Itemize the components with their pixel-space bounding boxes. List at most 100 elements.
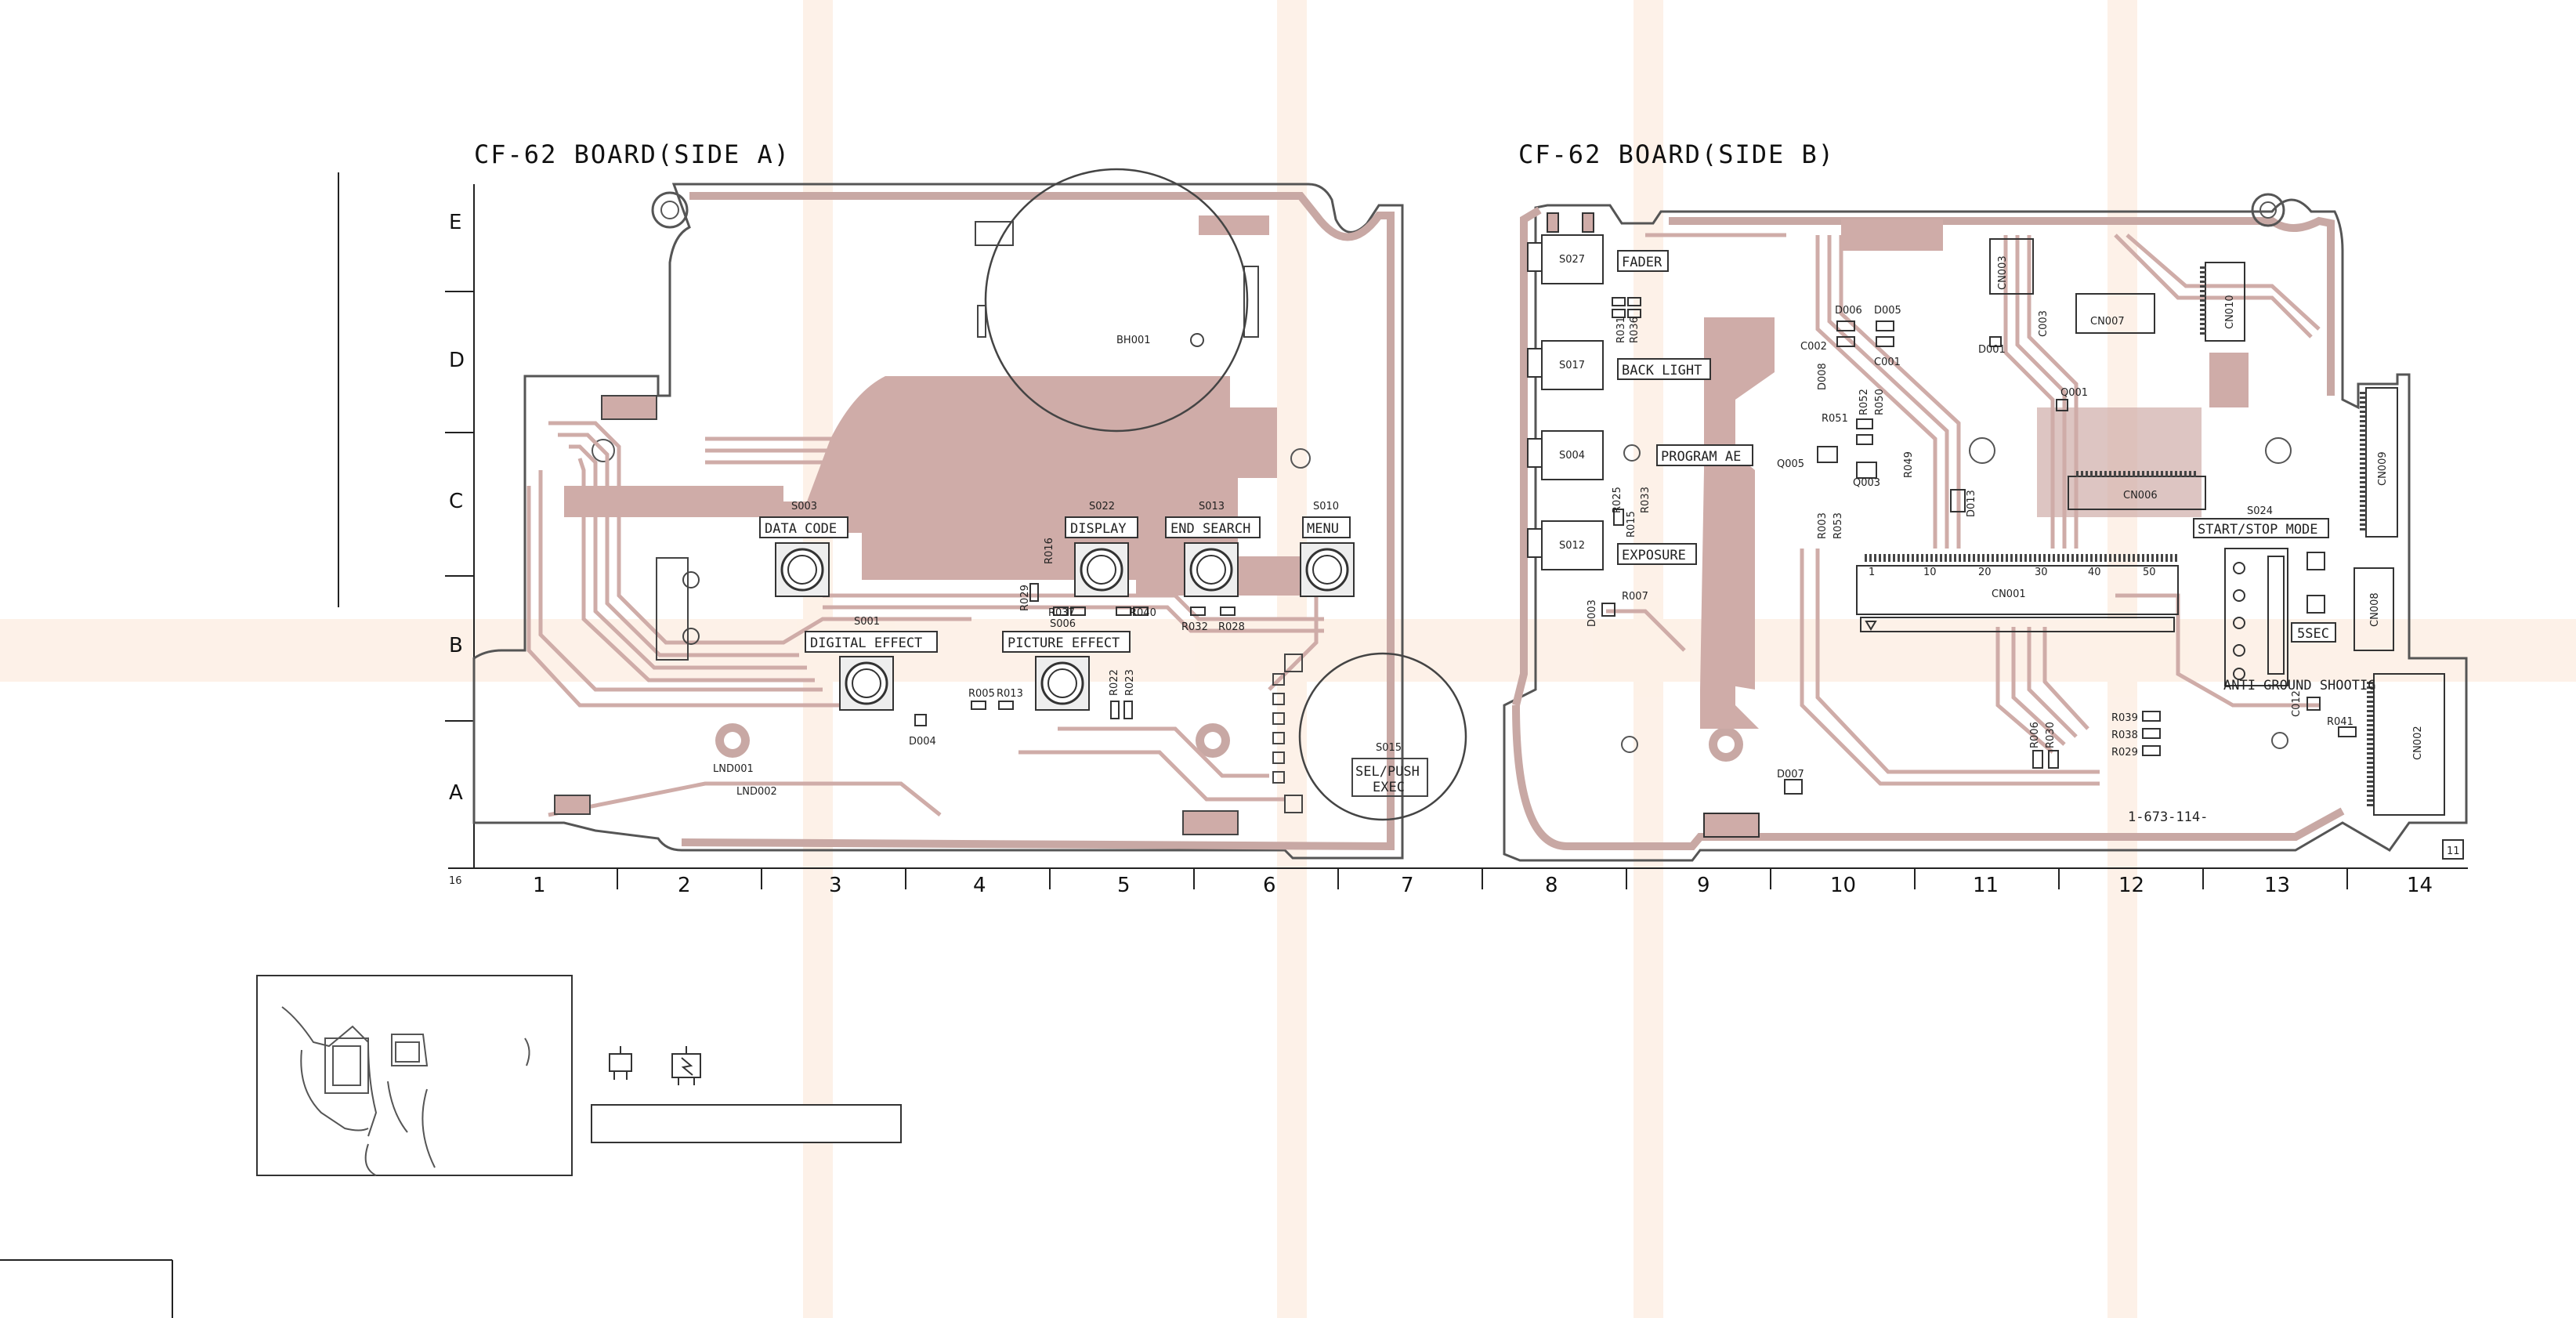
part-label: R050 <box>1874 389 1886 415</box>
part-label: D003 <box>1586 599 1598 627</box>
part-label: R022 <box>1109 669 1120 696</box>
pin-number: 20 <box>1978 567 1992 578</box>
pin-number: 30 <box>2035 567 2048 578</box>
row-label: A <box>449 781 463 805</box>
connector-cn002 <box>2373 673 2445 816</box>
switch-digital-effect: S001 DIGITAL EFFECT <box>805 616 938 711</box>
column-label: 8 <box>1545 874 1558 897</box>
connector-cn008 <box>2075 293 2155 334</box>
part-label: D004 <box>909 736 936 748</box>
row-label: B <box>449 634 463 657</box>
part-label: R032 <box>1181 621 1208 633</box>
part-label: R038 <box>2111 730 2138 741</box>
switch-program-ae: S004 PROGRAM AE <box>1559 444 1753 466</box>
switch-exposure: S012 EXPOSURE <box>1559 540 1697 565</box>
part-label: R053 <box>1833 512 1844 539</box>
connector-label: CN010 <box>2224 295 2236 329</box>
column-label: 6 <box>1263 874 1276 897</box>
row-label: E <box>449 211 461 234</box>
part-label: R052 <box>1858 389 1870 415</box>
title-side-a: CF-62 BOARD(SIDE A) <box>474 139 791 169</box>
switch-label: END SEARCH <box>1170 521 1250 537</box>
part-label: Q003 <box>1853 477 1880 489</box>
column-labels: 1 2 3 4 5 6 7 8 9 10 11 12 13 14 <box>533 874 2433 897</box>
ssec-label: 5SEC <box>2297 626 2329 642</box>
start-stop-ref: S024 <box>2247 505 2273 517</box>
part-label: R005 <box>968 688 995 700</box>
part-label: R039 <box>2111 712 2138 724</box>
connector-label: CN007 <box>2090 316 2125 328</box>
part-labels-side-b: D006 D005 C002 C001 D001 C003 Q001 D008 … <box>1586 305 2353 780</box>
part-label: D006 <box>1835 305 1862 317</box>
part-label: R006 <box>2029 722 2041 748</box>
copper-pour <box>768 376 1348 596</box>
switch-label: PICTURE EFFECT <box>1008 635 1120 651</box>
part-label: R030 <box>2045 722 2057 748</box>
column-label: 12 <box>2118 874 2144 897</box>
battery-holder <box>984 168 1249 433</box>
part-labels-side-a: R016 R037 R040 R028 R032 R029 R005 R013 … <box>713 538 1245 798</box>
switch-fader: S027 FADER <box>1559 250 1669 272</box>
connector-label: CN006 <box>2123 490 2158 501</box>
column-label: 5 <box>1117 874 1131 897</box>
part-label: Q005 <box>1777 458 1804 470</box>
switch-ref: S022 <box>1089 501 1115 512</box>
part-label: R051 <box>1822 413 1848 425</box>
column-label: 14 <box>2407 874 2433 897</box>
connector-label: CN009 <box>2377 451 2389 486</box>
part-label: R037 <box>1048 607 1075 619</box>
board-side-b: S027 FADER S017 BACK LIGHT S004 PROGRAM … <box>1503 193 2468 862</box>
note-box <box>591 1104 902 1143</box>
row-label: D <box>449 349 465 372</box>
part-label: C001 <box>1874 357 1901 368</box>
switch-label: BACK LIGHT <box>1622 363 1702 378</box>
switch-ref: S012 <box>1559 540 1585 552</box>
part-label: R028 <box>1218 621 1245 633</box>
switch-label: DIGITAL EFFECT <box>810 635 922 651</box>
connector-cn007 <box>2068 476 2206 510</box>
switch-data-code: S003 DATA CODE <box>759 501 848 597</box>
exec-switch-line1: SEL/PUSH <box>1355 764 1420 780</box>
part-label: C003 <box>2038 310 2050 337</box>
switch-ref: S010 <box>1313 501 1339 512</box>
switch-label: DATA CODE <box>765 521 837 537</box>
switch-ref: S017 <box>1559 360 1585 371</box>
part-label: R015 <box>1626 511 1637 538</box>
switch-end-search: S013 END SEARCH <box>1165 501 1261 597</box>
exec-switch-line2: EXEC <box>1373 780 1405 795</box>
anti-ground-label: ANTI GROUND SHOOTIG <box>2223 678 2375 693</box>
part-label: R040 <box>1130 607 1156 619</box>
part-label: D001 <box>1978 344 2006 356</box>
part-label: LND002 <box>736 786 777 798</box>
connector-cn006 <box>2353 567 2394 651</box>
switch-menu: S010 MENU <box>1300 501 1355 597</box>
column-ticks <box>617 868 2348 889</box>
switch-label: FADER <box>1622 255 1662 270</box>
part-label: R033 <box>1640 487 1652 513</box>
connector-label: CN001 <box>1992 588 2026 600</box>
column-label: 3 <box>829 874 842 897</box>
exec-switch-ref: S015 <box>1376 742 1402 754</box>
part-label: R007 <box>1622 591 1648 603</box>
part-label: R031 <box>1615 317 1627 343</box>
part-label: R029 <box>1019 585 1031 611</box>
switch-ref: S027 <box>1559 254 1585 266</box>
page-marker: 16 <box>449 875 462 887</box>
switch-label: MENU <box>1307 521 1339 537</box>
switch-ref: S013 <box>1199 501 1225 512</box>
column-label: 2 <box>678 874 691 897</box>
row-labels: E D C B A <box>449 211 465 805</box>
board-tag: 11 <box>2447 845 2460 857</box>
connector-label: CN008 <box>2369 592 2381 627</box>
board-side-a: BH001 S015 SEL/PUSH EXEC <box>472 168 1467 860</box>
pin-number: 10 <box>1923 567 1937 578</box>
part-label: D008 <box>1817 363 1829 390</box>
switch-ref: S003 <box>791 501 817 512</box>
transistor-symbols <box>609 1046 701 1085</box>
pin-number: 1 <box>1869 567 1875 578</box>
part-label: R023 <box>1124 669 1136 696</box>
pin-number: 40 <box>2088 567 2101 578</box>
column-label: 9 <box>1697 874 1710 897</box>
